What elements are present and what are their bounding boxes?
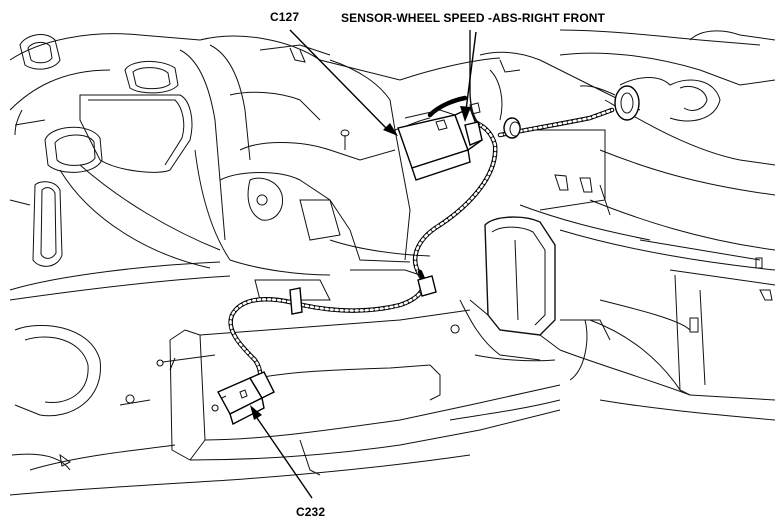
leader-arrow-sensor <box>460 106 471 122</box>
callout-label-sensor: SENSOR-WHEEL SPEED -ABS-RIGHT FRONT <box>341 11 605 25</box>
callout-label-c127: C127 <box>270 10 300 24</box>
grommet <box>579 85 640 121</box>
leader-lines <box>250 29 477 499</box>
c232-connector <box>211 371 275 426</box>
leader-arrow-c232 <box>250 405 262 420</box>
right-frame-rail <box>479 29 776 421</box>
left-body-panel <box>9 33 231 496</box>
upper-body-structure <box>179 35 501 301</box>
harness-clips <box>289 117 521 315</box>
c127-connector <box>397 102 483 181</box>
wiring-harness <box>228 30 615 391</box>
lower-sill <box>156 309 561 481</box>
leader-arrow-c127 <box>383 123 398 136</box>
callout-label-c232: C232 <box>296 505 326 519</box>
center-bracket <box>450 216 588 381</box>
